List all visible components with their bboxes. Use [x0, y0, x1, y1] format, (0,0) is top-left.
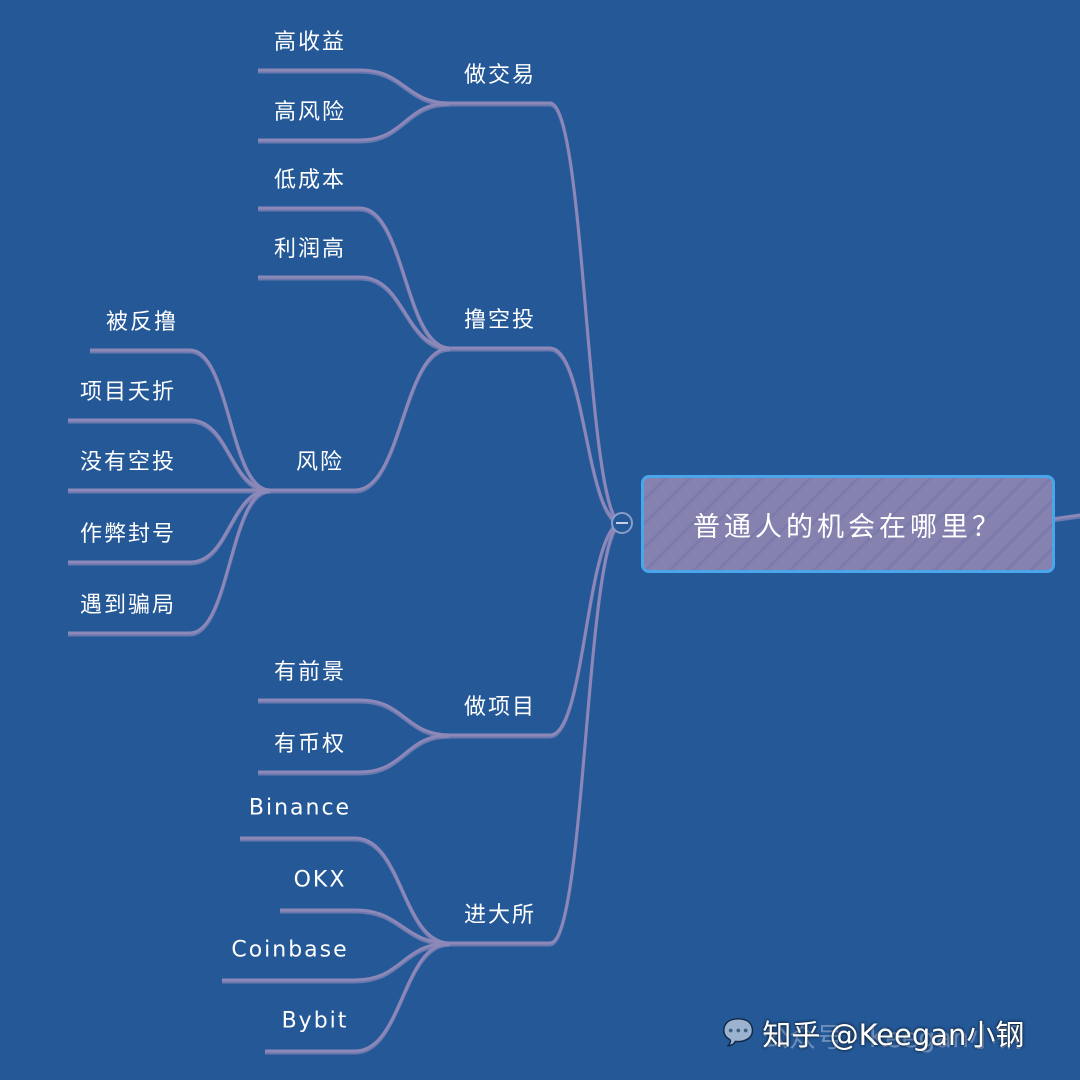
child-connector [359, 101, 451, 142]
child-node[interactable]: 有前景 [273, 660, 347, 685]
child-connector [354, 908, 451, 945]
watermark: 💬 公众号 · Keegan小钢 知乎 @Keegan小钢 [722, 1012, 1024, 1054]
wechat-icon: 💬 [722, 1018, 755, 1048]
grandchild-connector [189, 490, 271, 566]
child-node[interactable]: 高风险 [273, 100, 347, 125]
branch-node[interactable]: 进大所 [463, 903, 537, 928]
grandchild-node[interactable]: 没有空投 [79, 450, 177, 475]
branch-node[interactable]: 做交易 [463, 63, 537, 88]
branch-connector [549, 348, 623, 527]
child-connector [359, 698, 451, 737]
child-connector [359, 700, 451, 739]
child-node[interactable]: Coinbase [231, 937, 349, 963]
child-node[interactable]: Bybit [281, 1008, 349, 1034]
grandchild-node[interactable]: 作弊封号 [79, 522, 177, 547]
branch-node[interactable]: 撸空投 [463, 308, 537, 333]
child-node[interactable]: OKX [293, 867, 347, 893]
child-connector [359, 733, 451, 774]
branch-connector [549, 523, 623, 739]
grandchild-node[interactable]: 被反撸 [105, 310, 179, 335]
child-connector [359, 103, 451, 144]
branch-connector [549, 103, 623, 527]
child-node[interactable]: 有币权 [273, 732, 347, 757]
child-node[interactable]: 高收益 [273, 30, 347, 55]
branch-connector [549, 523, 623, 947]
branch-node[interactable]: 做项目 [463, 695, 537, 720]
grandchild-connector [189, 420, 271, 494]
grandchild-connector [189, 490, 271, 637]
root-node[interactable]: 普通人的机会在哪里？ [641, 475, 1055, 573]
child-connector [359, 68, 451, 105]
child-node[interactable]: Binance [248, 795, 352, 821]
root-outgoing-line [1051, 515, 1080, 523]
child-node[interactable]: 低成本 [273, 168, 347, 193]
child-connector [359, 735, 451, 776]
grandchild-node[interactable]: 项目夭折 [79, 380, 177, 405]
child-node[interactable]: 风险 [295, 450, 345, 475]
root-label: 普通人的机会在哪里？ [693, 511, 1003, 543]
grandchild-node[interactable]: 遇到骗局 [79, 593, 177, 618]
child-connector [354, 348, 451, 494]
root-outgoing-line [1051, 513, 1080, 521]
child-connector [354, 943, 451, 1055]
child-connector [359, 70, 451, 107]
child-node[interactable]: 利润高 [273, 237, 347, 262]
child-connector [354, 941, 451, 982]
child-connector [354, 943, 451, 984]
child-connector [359, 277, 451, 352]
watermark-text: 知乎 @Keegan小钢 [762, 1018, 1025, 1052]
